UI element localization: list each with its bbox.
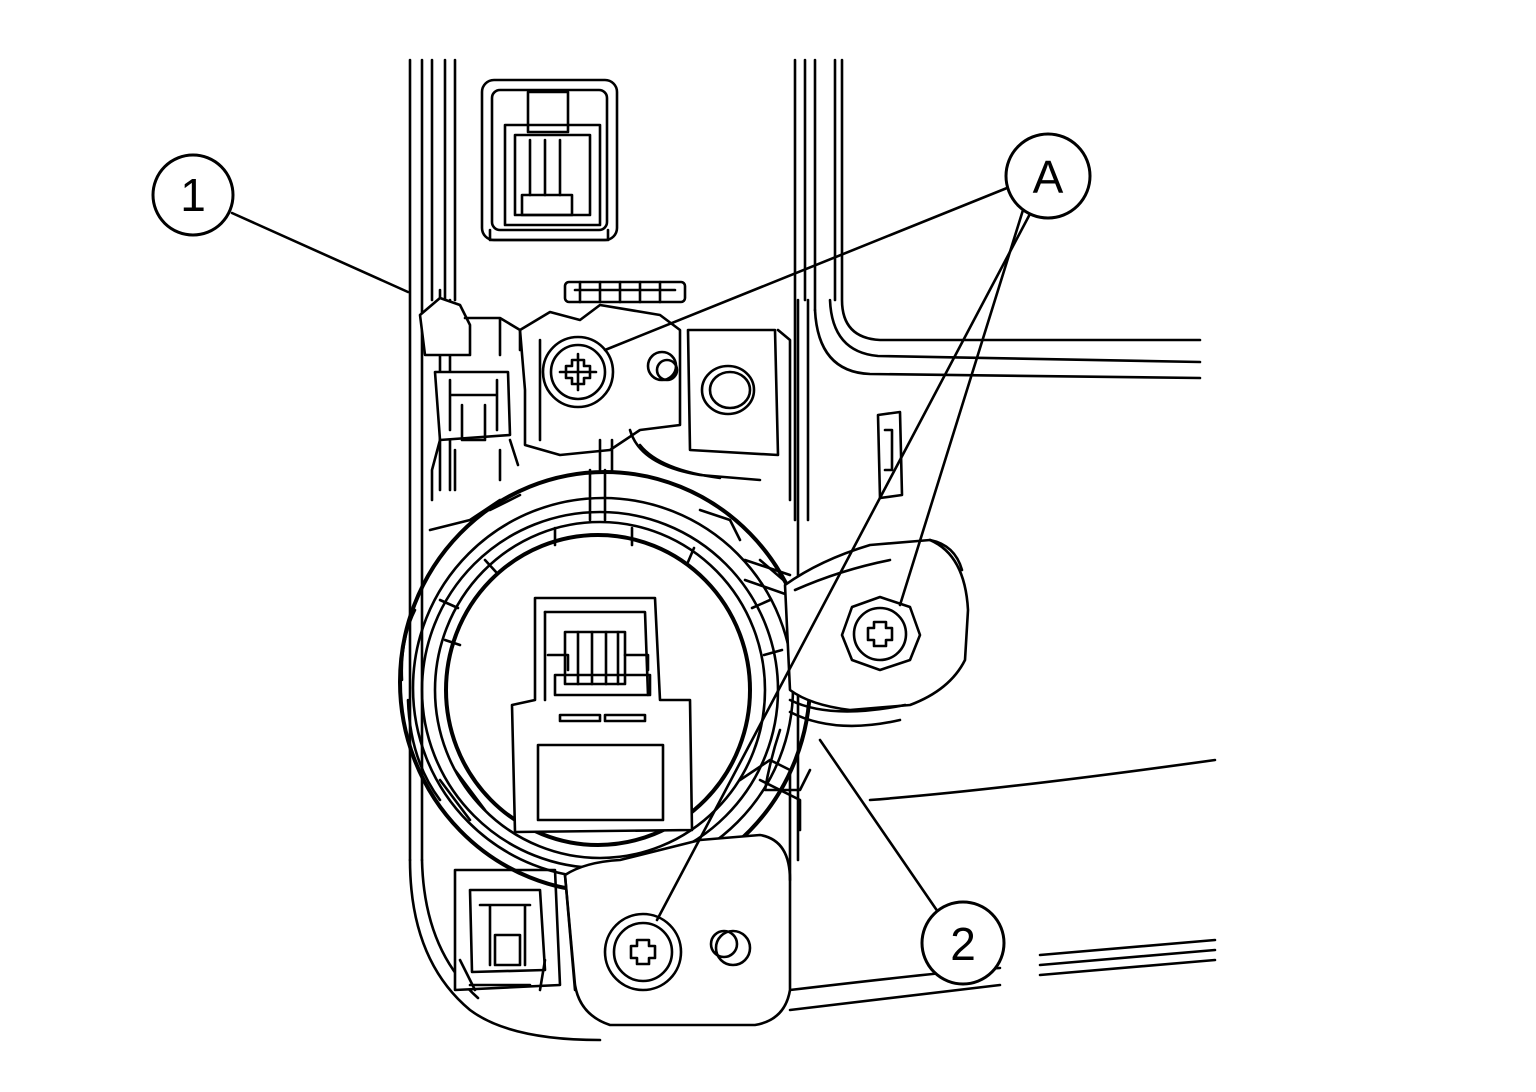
callout-screws-a-label: A [1033,151,1064,203]
upper-harness-connector [480,78,619,242]
bumper-frame [408,58,1217,1042]
screw-right [840,595,922,672]
lower-left-clip [453,868,562,992]
callout-part-1: 1 [151,153,235,237]
callout-screws-a: A [1004,132,1092,220]
screw-lower [603,912,683,992]
callout-part-2-label: 2 [950,918,976,970]
screw-upper [541,335,615,409]
callout-part-1-label: 1 [180,169,206,221]
leader-lines [230,186,1033,922]
callout-part-2: 2 [920,900,1006,986]
upper-left-clip [418,288,522,502]
bulb-socket-connector [510,596,694,834]
